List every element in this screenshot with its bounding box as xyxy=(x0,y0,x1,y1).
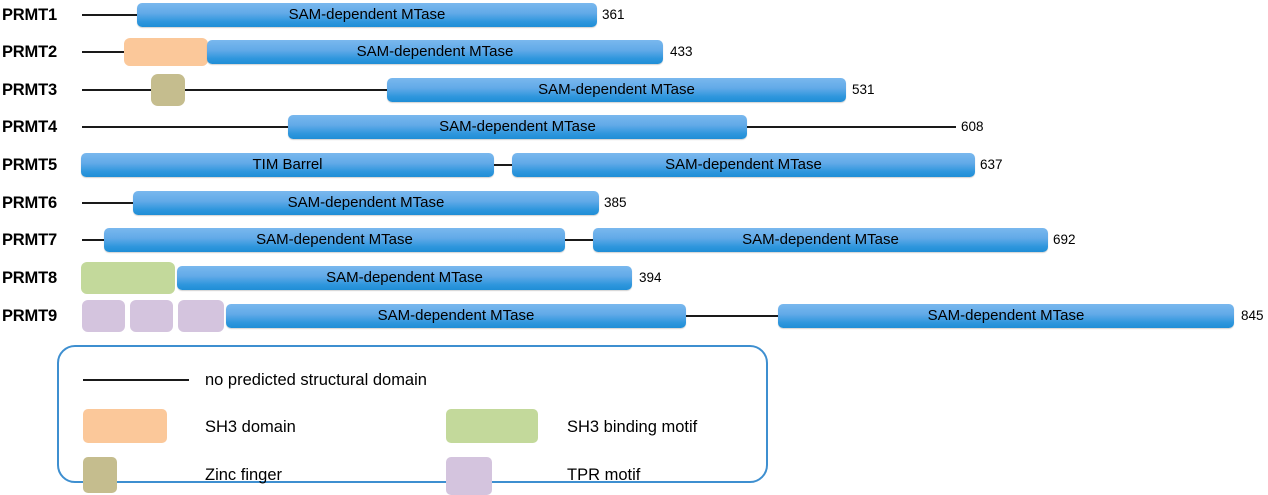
domain-sam-dependent-mtase: SAM-dependent MTase xyxy=(593,228,1048,252)
protein-row: PRMT5 TIM Barrel SAM-dependent MTase 637 xyxy=(0,146,1268,184)
domain-sam-dependent-mtase: SAM-dependent MTase xyxy=(133,191,599,215)
protein-name-label: PRMT8 xyxy=(2,269,57,287)
domain-zinc-finger xyxy=(151,74,185,106)
protein-name-label: PRMT9 xyxy=(2,307,57,325)
protein-row: PRMT8 SAM-dependent MTase 394 xyxy=(0,259,1268,297)
motif-sh3-binding xyxy=(81,262,175,294)
legend-label-zinc-finger: Zinc finger xyxy=(205,466,283,484)
domain-label: SAM-dependent MTase xyxy=(287,194,445,211)
protein-name-label: PRMT2 xyxy=(2,43,57,61)
protein-row: PRMT7 SAM-dependent MTase SAM-dependent MT… xyxy=(0,221,1268,259)
backbone-line xyxy=(82,51,125,53)
domain-label: SAM-dependent MTase xyxy=(927,307,1085,324)
legend-swatch-tpr-motif xyxy=(446,457,492,495)
legend-box: no predicted structural domain SH3 domai… xyxy=(57,345,768,495)
backbone-line xyxy=(82,14,138,16)
legend-label-sh3-binding-motif: SH3 binding motif xyxy=(567,418,698,436)
legend-label-no-domain: no predicted structural domain xyxy=(205,371,427,389)
domain-sam-dependent-mtase: SAM-dependent MTase xyxy=(387,78,846,102)
protein-length-label: 608 xyxy=(961,119,984,134)
domain-sam-dependent-mtase: SAM-dependent MTase xyxy=(104,228,565,252)
legend-swatch-zinc-finger xyxy=(83,457,117,493)
domain-sam-dependent-mtase: SAM-dependent MTase xyxy=(288,115,747,139)
domain-label: SAM-dependent MTase xyxy=(665,156,822,173)
legend-label-tpr-motif: TPR motif xyxy=(567,466,641,484)
protein-row: PRMT1 SAM-dependent MTase 361 xyxy=(0,0,1268,34)
backbone-line xyxy=(682,315,782,317)
backbone-line xyxy=(561,239,597,241)
domain-sam-dependent-mtase: SAM-dependent MTase xyxy=(778,304,1234,328)
protein-row: PRMT4 SAM-dependent MTase 608 xyxy=(0,108,1268,146)
protein-name-label: PRMT5 xyxy=(2,156,57,174)
domain-label: SAM-dependent MTase xyxy=(356,43,514,60)
domain-label: SAM-dependent MTase xyxy=(377,307,535,324)
protein-row: PRMT9 SAM-dependent MTase SAM-dependent MT… xyxy=(0,297,1268,335)
domain-label: TIM Barrel xyxy=(252,156,323,173)
domain-label: SAM-dependent MTase xyxy=(288,6,446,23)
domain-sam-dependent-mtase: SAM-dependent MTase xyxy=(512,153,975,177)
backbone-line xyxy=(82,239,106,241)
protein-length-label: 692 xyxy=(1053,232,1076,247)
backbone-line xyxy=(82,202,135,204)
protein-length-label: 531 xyxy=(852,82,875,97)
domain-label: SAM-dependent MTase xyxy=(326,269,483,286)
domain-label: SAM-dependent MTase xyxy=(742,231,899,248)
protein-row: PRMT3 SAM-dependent MTase 531 xyxy=(0,71,1268,109)
domain-label: SAM-dependent MTase xyxy=(538,81,695,98)
legend-label-sh3-domain: SH3 domain xyxy=(205,418,296,436)
domain-sh3 xyxy=(124,38,208,66)
legend-swatch-sh3-domain xyxy=(83,409,167,443)
motif-tpr xyxy=(178,300,224,332)
protein-length-label: 845 xyxy=(1241,308,1264,323)
protein-length-label: 394 xyxy=(639,270,662,285)
motif-tpr xyxy=(130,300,173,332)
backbone-line xyxy=(490,164,516,166)
protein-name-label: PRMT6 xyxy=(2,194,57,212)
protein-name-label: PRMT3 xyxy=(2,81,57,99)
protein-length-label: 361 xyxy=(602,7,625,22)
domain-sam-dependent-mtase: SAM-dependent MTase xyxy=(137,3,597,27)
protein-row: PRMT2 SAM-dependent MTase 433 xyxy=(0,33,1268,71)
protein-name-label: PRMT7 xyxy=(2,231,57,249)
domain-sam-dependent-mtase: SAM-dependent MTase xyxy=(226,304,686,328)
legend-line-swatch xyxy=(83,379,189,381)
domain-label: SAM-dependent MTase xyxy=(439,118,596,135)
domain-sam-dependent-mtase: SAM-dependent MTase xyxy=(207,40,663,64)
protein-name-label: PRMT1 xyxy=(2,6,57,24)
backbone-line xyxy=(82,89,388,91)
domain-tim-barrel: TIM Barrel xyxy=(81,153,494,177)
motif-tpr xyxy=(82,300,125,332)
domain-sam-dependent-mtase: SAM-dependent MTase xyxy=(177,266,632,290)
legend-swatch-sh3-binding-motif xyxy=(446,409,538,443)
domain-label: SAM-dependent MTase xyxy=(256,231,413,248)
protein-row: PRMT6 SAM-dependent MTase 385 xyxy=(0,184,1268,222)
protein-name-label: PRMT4 xyxy=(2,118,57,136)
protein-length-label: 433 xyxy=(670,44,693,59)
protein-length-label: 385 xyxy=(604,195,627,210)
protein-length-label: 637 xyxy=(980,157,1003,172)
